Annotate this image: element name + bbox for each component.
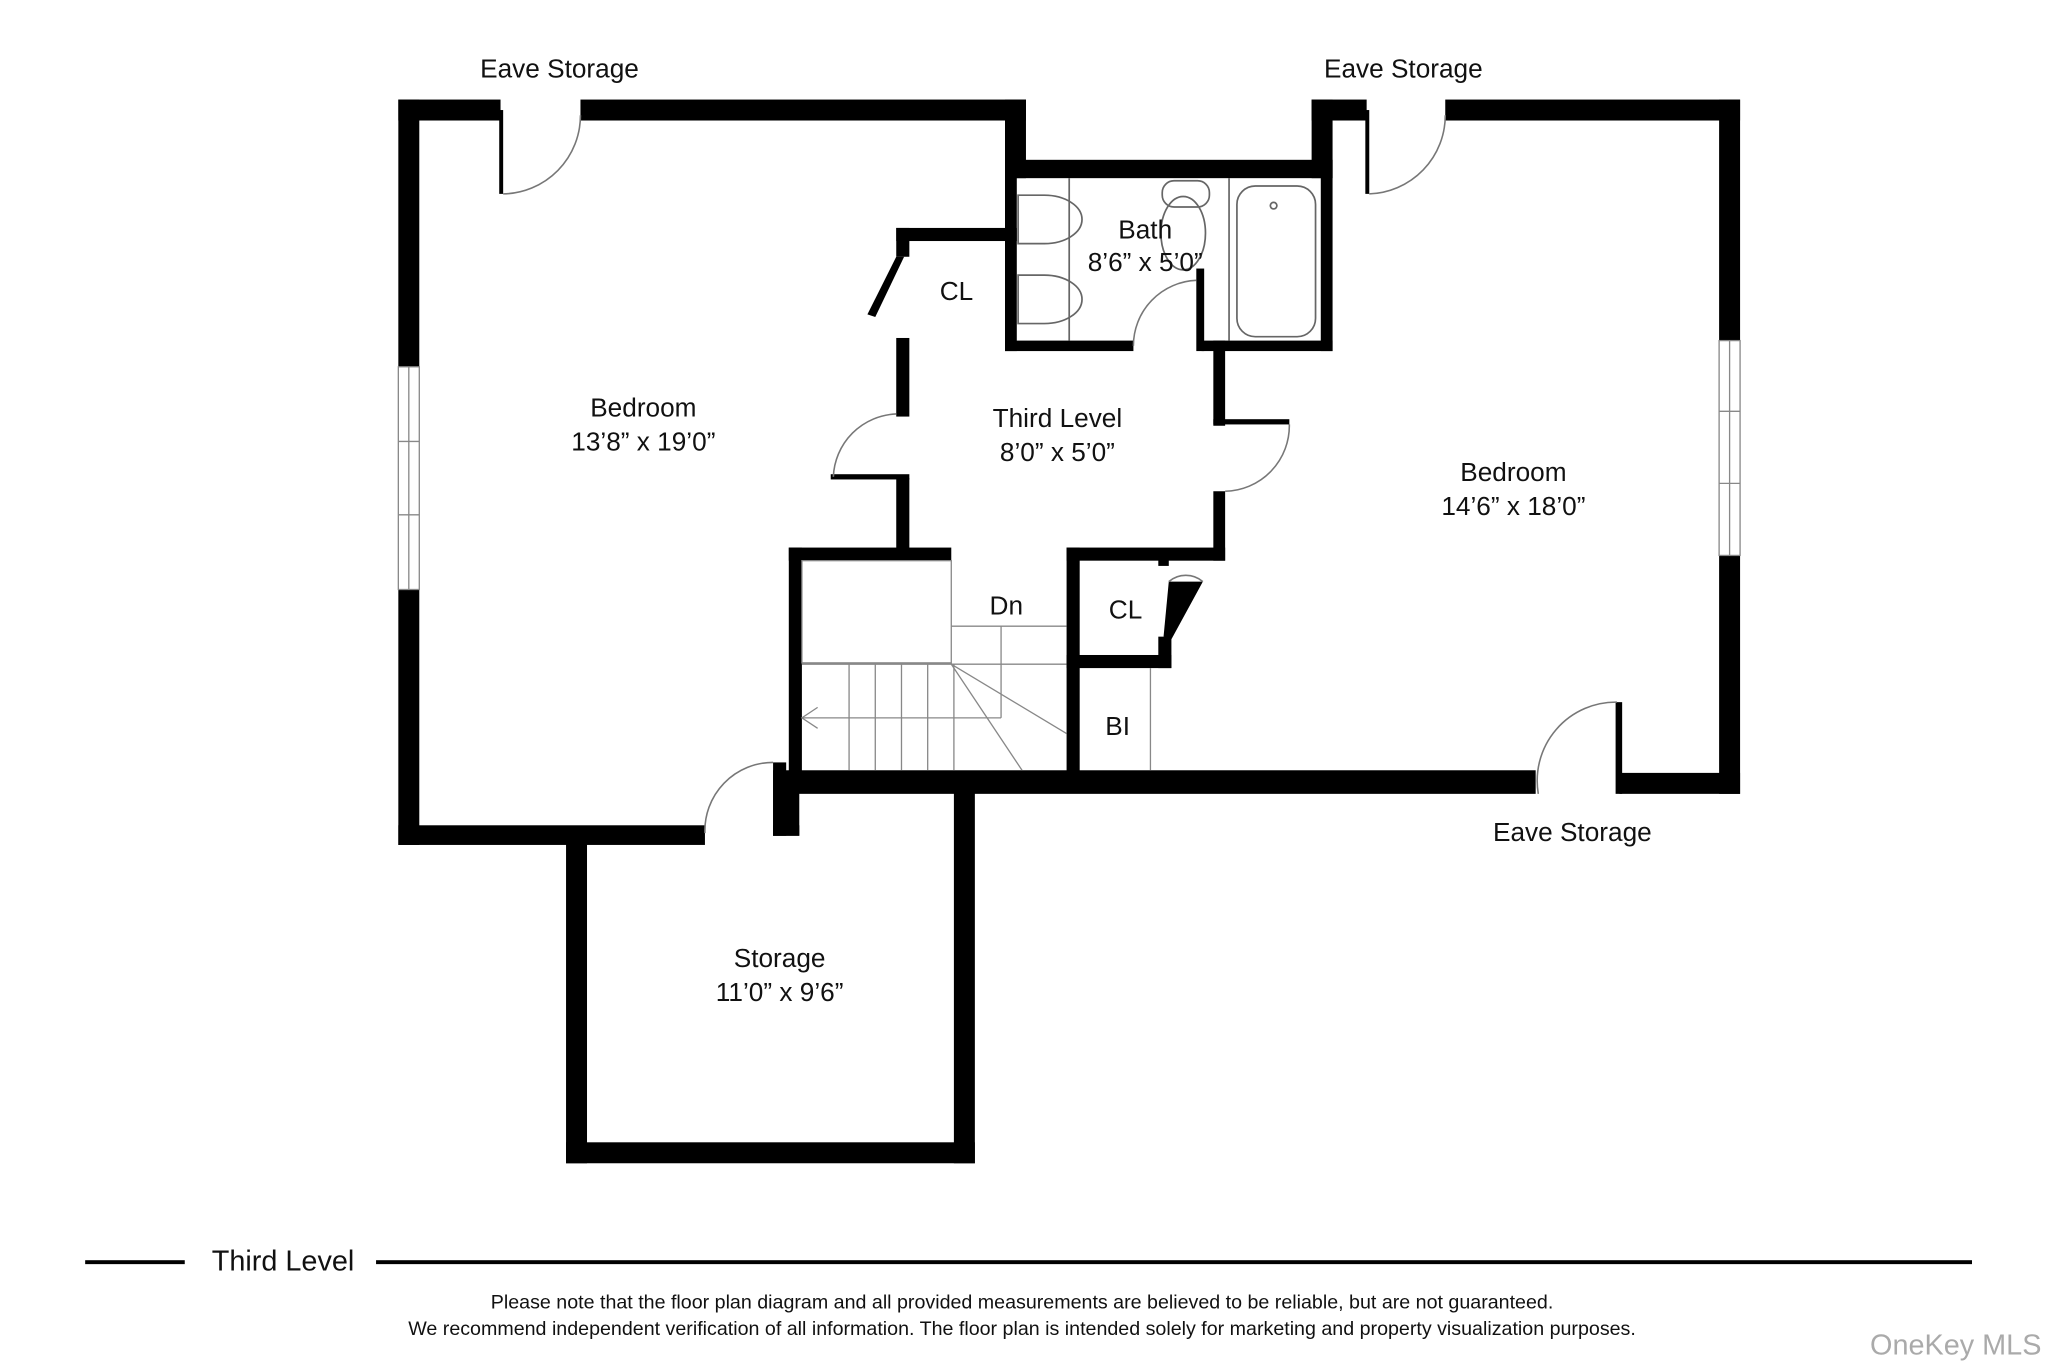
room-name-storage: Storage: [734, 943, 826, 973]
label-closet-left: CL: [940, 276, 973, 306]
footer: Third Level Please note that the floor p…: [85, 1246, 2041, 1362]
watermark: OneKey MLS: [1870, 1330, 2041, 1362]
room-name-bedroom-right: Bedroom: [1460, 457, 1566, 487]
room-dims-bath: 8’6” x 5’0”: [1088, 247, 1203, 277]
disclaimer-line-2: We recommend independent verification of…: [408, 1318, 1636, 1340]
disclaimer-line-1: Please note that the floor plan diagram …: [491, 1292, 1554, 1314]
label-eave-storage-bottom-right: Eave Storage: [1493, 817, 1652, 847]
label-eave-storage-top-right: Eave Storage: [1324, 53, 1483, 83]
doors: [499, 110, 1617, 834]
room-name-bath: Bath: [1118, 214, 1172, 244]
room-labels: Eave Storage Eave Storage Eave Storage B…: [480, 53, 1652, 1007]
room-name-bedroom-left: Bedroom: [590, 393, 696, 423]
walls: [398, 99, 1741, 1164]
room-dims-bedroom-left: 13’8” x 19’0”: [571, 427, 715, 457]
bath-fixtures: [1017, 178, 1317, 341]
label-closet-right: CL: [1109, 594, 1142, 624]
room-dims-bedroom-right: 14’6” x 18’0”: [1441, 491, 1585, 521]
level-title: Third Level: [212, 1246, 355, 1278]
label-built-in: BI: [1105, 711, 1130, 741]
label-eave-storage-top-left: Eave Storage: [480, 53, 639, 83]
room-name-hall: Third Level: [993, 403, 1123, 433]
label-stairs-down: Dn: [990, 590, 1023, 620]
room-dims-hall: 8’0” x 5’0”: [1000, 437, 1115, 467]
stairs: [800, 560, 1152, 771]
windows: [397, 339, 1741, 591]
room-dims-storage: 11’0” x 9’6”: [716, 977, 844, 1007]
